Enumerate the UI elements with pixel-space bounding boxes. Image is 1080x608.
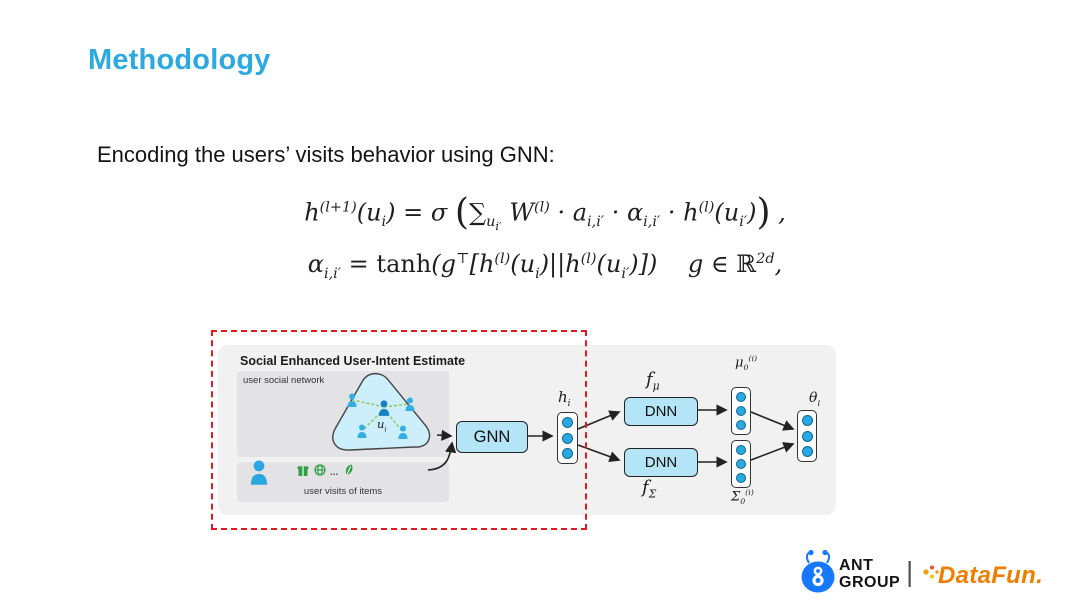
node-dot	[736, 459, 746, 469]
node-dot	[801, 445, 813, 457]
ant-group-line2: GROUP	[839, 573, 901, 591]
datafun-logo-text: DataFun.	[938, 562, 1044, 589]
logo-separator: |	[906, 556, 914, 587]
formula-line-1: h(l+1)(ui) = σ (∑ui′ W(l) · ai,i′ · αi,i…	[304, 192, 786, 234]
theta-nodes	[797, 410, 817, 462]
node-dot	[736, 420, 746, 430]
node-dot	[736, 445, 746, 455]
social-network-label: user social network	[243, 375, 325, 386]
f-sigma-label: fΣ	[642, 477, 657, 501]
intro-text: Encoding the users’ visits behavior usin…	[97, 142, 555, 167]
sigma0-label: Σ0(i)	[731, 488, 754, 506]
sigma-nodes	[731, 440, 751, 488]
dnn-block-sigma: DNN	[624, 448, 698, 477]
ant-group-logo-text: ANT GROUP	[839, 557, 901, 592]
theta-i-label: θi	[809, 390, 821, 408]
user-visits-box	[237, 462, 449, 502]
gnn-block: GNN	[456, 421, 528, 453]
diagram-title: Social Enhanced User-Intent Estimate	[240, 354, 466, 368]
datafun-sparkle-icon	[923, 565, 939, 579]
node-dot	[736, 473, 746, 483]
mu0-label: μ0(i)	[735, 354, 757, 372]
node-dot	[736, 406, 746, 416]
mu-nodes	[731, 387, 751, 435]
dnn-block-mu: DNN	[624, 397, 698, 426]
node-dot	[562, 432, 573, 444]
node-dot	[562, 417, 573, 429]
ant-group-logo-icon	[801, 549, 835, 593]
page-title: Methodology	[88, 44, 271, 76]
h-i-label: hi	[558, 388, 571, 409]
ant-group-line1: ANT	[839, 557, 874, 574]
h-embedding-nodes	[557, 412, 578, 464]
f-mu-label: fμ	[646, 369, 660, 393]
formula-line-2: αi,i′ = tanh(g⊤[h(l)(ui)||h(l)(ui′)]) g …	[307, 250, 783, 282]
user-visits-label: user visits of items	[303, 486, 383, 497]
node-dot	[801, 430, 813, 442]
node-dot	[736, 392, 746, 402]
node-dot	[801, 415, 813, 427]
node-dot	[562, 447, 573, 459]
highlight-box	[211, 330, 587, 530]
